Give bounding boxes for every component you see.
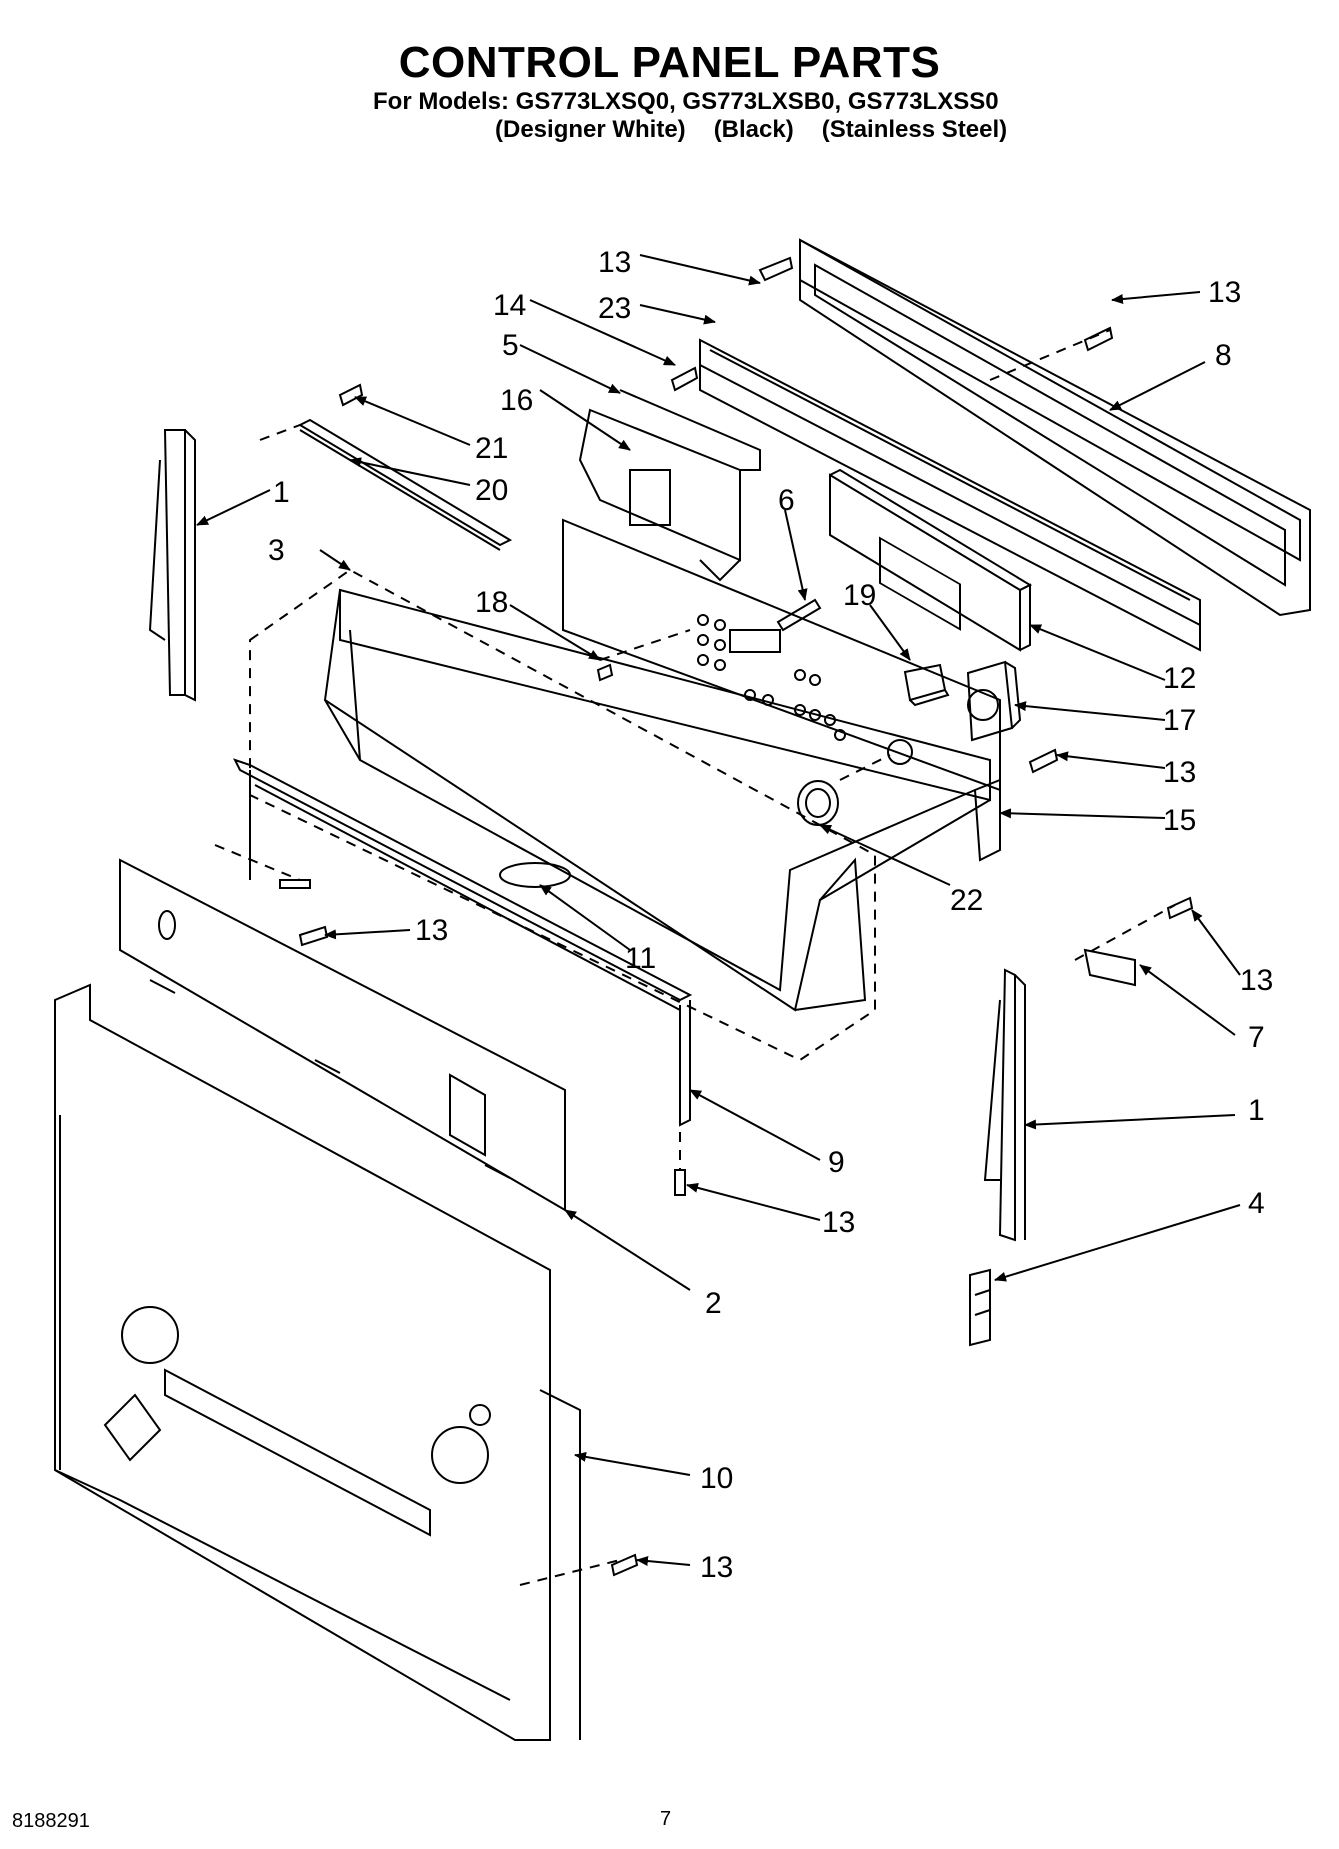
callout-11: 11	[625, 942, 656, 975]
part-22-knob	[797, 780, 839, 826]
callout-18: 18	[475, 586, 508, 619]
part-20-left-rail	[297, 418, 513, 551]
callout-9: 9	[828, 1146, 845, 1179]
part-19-switch	[903, 663, 950, 707]
document-number: 8188291	[12, 1810, 90, 1832]
callout-13-top-right: 13	[1208, 276, 1241, 309]
part-1-right-side-trim	[983, 968, 1026, 1242]
callout-17: 17	[1163, 704, 1196, 737]
part-9-support-bracket	[233, 758, 693, 1127]
callout-2: 2	[705, 1287, 722, 1320]
page-number: 7	[660, 1808, 672, 1830]
callout-8: 8	[1215, 339, 1232, 372]
callout-1-left: 1	[273, 476, 290, 509]
callout-3: 3	[268, 534, 285, 567]
callout-13-mid-right: 13	[1163, 756, 1196, 789]
callout-13-top: 13	[598, 246, 631, 279]
callout-13-bottom: 13	[700, 1551, 733, 1584]
callout-20: 20	[475, 474, 508, 507]
leader-arrows	[196, 254, 1241, 1567]
part-16-switch-housing	[578, 389, 761, 582]
callout-13-left-mid: 13	[415, 914, 448, 947]
assembly-lines	[214, 329, 1176, 1586]
part-3-console	[323, 588, 991, 1012]
callout-22: 22	[950, 884, 983, 917]
callout-19: 19	[843, 579, 876, 612]
callout-23: 23	[598, 292, 631, 325]
callout-14: 14	[493, 289, 526, 322]
callout-21: 21	[475, 432, 508, 465]
callout-13-bottom-mid: 13	[822, 1206, 855, 1239]
part-12-control-board	[829, 468, 1033, 652]
models-line: For Models: GS773LXSQ0, GS773LXSB0, GS77…	[373, 88, 999, 115]
callout-6: 6	[778, 484, 795, 517]
model-variants: (Designer White) (Black) (Stainless Steel)	[495, 116, 1035, 144]
part-23-rear-channel	[699, 338, 1201, 652]
callout-13-right-bracket: 13	[1240, 964, 1273, 997]
callout-7: 7	[1248, 1021, 1265, 1054]
part-8-rear-frame	[799, 238, 1311, 617]
part-15-end-cap	[973, 778, 1001, 862]
callout-1-right: 1	[1248, 1094, 1265, 1127]
callout-15: 15	[1163, 804, 1196, 837]
screw-icons	[298, 256, 1194, 1577]
part-17-module	[966, 660, 1022, 742]
callout-12: 12	[1163, 662, 1196, 695]
page-title: CONTROL PANEL PARTS	[398, 38, 941, 87]
part-1-left-side-trim	[148, 429, 196, 702]
variant-black: (Black)	[713, 116, 794, 143]
variant-designer-white: (Designer White)	[495, 116, 686, 143]
callout-5: 5	[502, 329, 519, 362]
callout-10: 10	[700, 1462, 733, 1495]
part-7-bracket	[1083, 948, 1136, 987]
callout-16: 16	[500, 384, 533, 417]
variant-stainless-steel: (Stainless Steel)	[821, 116, 1008, 143]
part-10-rear-panel	[54, 983, 581, 1741]
callout-4: 4	[1248, 1187, 1265, 1220]
part-4-clip	[969, 1268, 991, 1347]
part-6-clip	[776, 598, 822, 632]
